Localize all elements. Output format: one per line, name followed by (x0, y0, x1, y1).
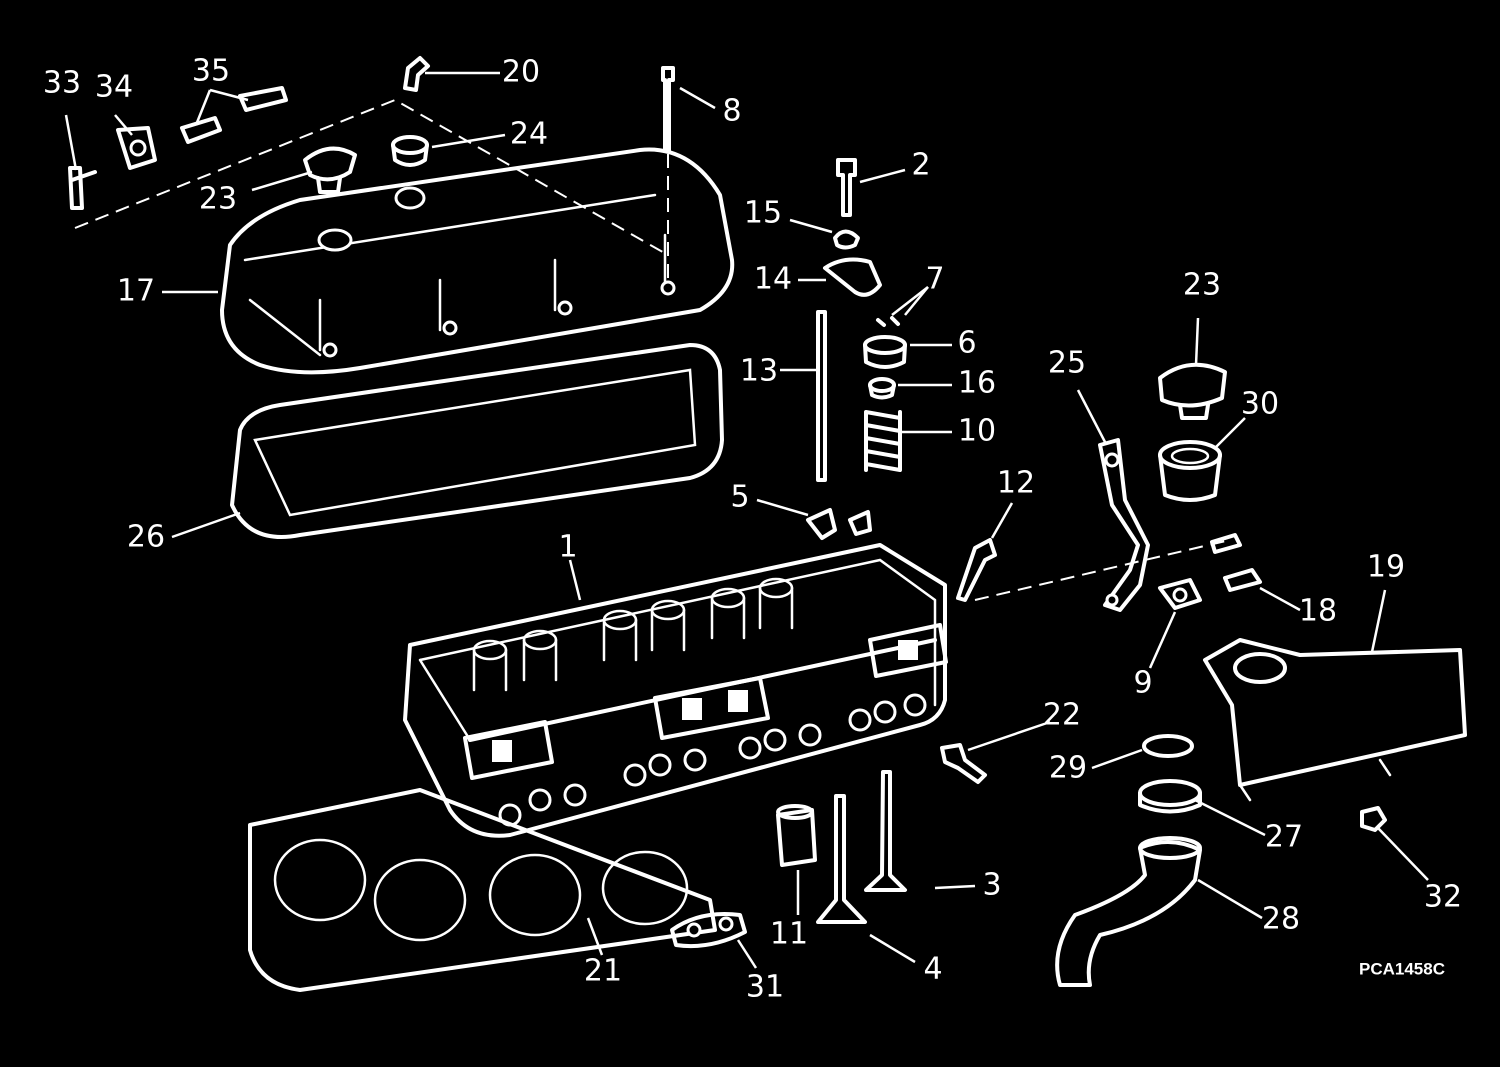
callout-31: 31 (746, 970, 784, 1005)
callout-13: 13 (740, 354, 778, 389)
ball-15 (833, 229, 860, 250)
callout-3: 3 (982, 868, 1001, 903)
callout-20: 20 (502, 55, 540, 90)
hose-35 (180, 86, 288, 144)
callout-27: 27 (1265, 820, 1303, 855)
alignment-line-bracket (974, 539, 1231, 601)
bolt-12 (956, 538, 997, 602)
callout-17: 17 (117, 274, 155, 309)
callout-16: 16 (958, 366, 996, 401)
callout-29: 29 (1049, 751, 1087, 786)
callout-2: 2 (911, 148, 930, 183)
bolt-18 (1223, 568, 1262, 592)
rocker-arm-14 (823, 257, 882, 297)
guide-31 (670, 912, 747, 949)
callout-23-top: 23 (199, 182, 237, 217)
oil-cap-23 (1158, 362, 1227, 420)
hose-clamp-27 (1138, 779, 1202, 814)
callout-8: 8 (722, 94, 741, 129)
callout-33: 33 (43, 66, 81, 101)
hose-28 (1055, 836, 1202, 987)
sensor-22 (940, 743, 987, 784)
callout-32: 32 (1424, 880, 1462, 915)
clamp-34 (116, 126, 157, 170)
callout-labels: 33 34 35 20 8 24 23 2 15 17 14 7 6 13 16… (43, 54, 1462, 1005)
callout-1: 1 (558, 530, 577, 565)
callout-25: 25 (1048, 346, 1086, 381)
callout-22: 22 (1043, 698, 1081, 733)
oil-cap-23-top (303, 146, 357, 194)
filler-30 (1158, 440, 1222, 502)
bolt-18-upper (1210, 533, 1242, 554)
callout-23: 23 (1183, 268, 1221, 303)
callout-24: 24 (510, 117, 548, 152)
cover-gasket (230, 343, 724, 539)
valve-4 (816, 794, 867, 924)
callout-21: 21 (584, 954, 622, 989)
head-gasket (248, 788, 717, 992)
cylinder-head (403, 543, 948, 838)
callout-5: 5 (730, 480, 749, 515)
callout-14: 14 (754, 262, 792, 297)
callout-26: 26 (127, 520, 165, 555)
keys-7 (876, 316, 900, 327)
pushrod-13 (816, 310, 827, 482)
bolt-8 (661, 66, 675, 152)
plate-19 (1203, 638, 1467, 802)
rocker-cover (220, 147, 735, 375)
lifter-11 (776, 804, 817, 867)
rocker-stud-2 (836, 158, 857, 217)
fitting-33 (68, 166, 97, 210)
drawing-code: PCA1458C (1359, 959, 1445, 978)
elbow-20 (403, 56, 430, 92)
retainer-6 (863, 335, 907, 369)
nut-32 (1360, 806, 1387, 832)
callout-35: 35 (192, 54, 230, 89)
callout-18: 18 (1299, 594, 1337, 629)
grommet-24 (391, 135, 429, 167)
callout-28: 28 (1262, 902, 1300, 937)
callout-15: 15 (744, 196, 782, 231)
clamp-9 (1158, 578, 1202, 610)
callout-7: 7 (925, 262, 944, 297)
leader-lines (64, 71, 1429, 969)
callout-9: 9 (1133, 666, 1152, 701)
callout-10: 10 (958, 414, 996, 449)
callout-30: 30 (1241, 387, 1279, 422)
bracket-25 (1098, 438, 1150, 612)
valve-spring-10 (864, 410, 902, 472)
valve-3 (864, 770, 907, 892)
seal-16 (868, 377, 896, 400)
callout-4: 4 (923, 952, 942, 987)
callout-34: 34 (95, 70, 133, 105)
callout-11: 11 (770, 917, 808, 952)
guide-plate-5 (806, 508, 872, 540)
callout-6: 6 (957, 326, 976, 361)
callout-12: 12 (997, 466, 1035, 501)
callout-19: 19 (1367, 550, 1405, 585)
oring-29 (1142, 734, 1194, 758)
alignment-line-cover (74, 98, 669, 256)
